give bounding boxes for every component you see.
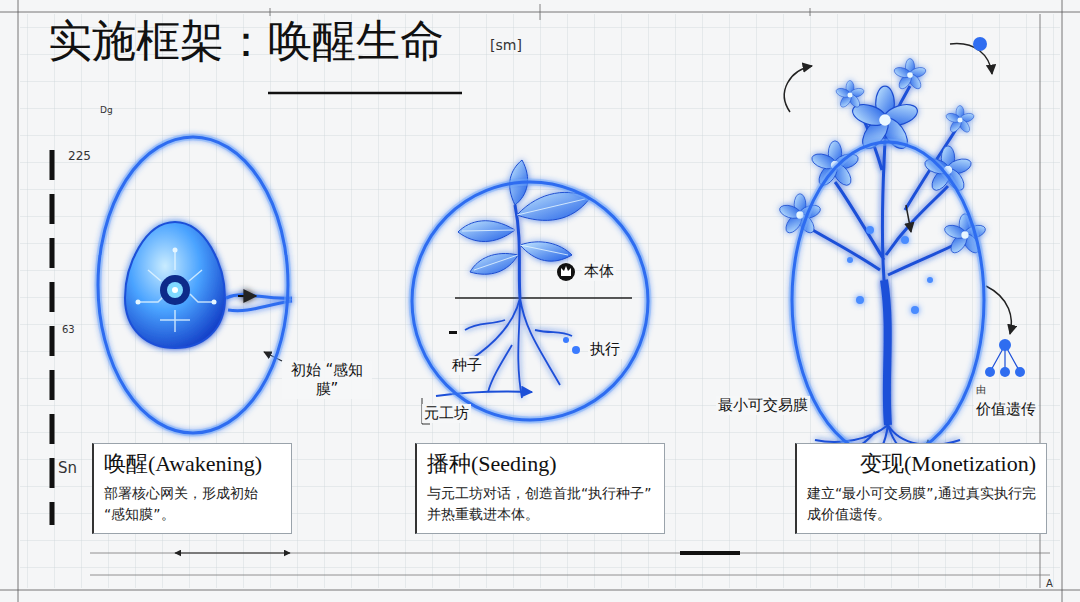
- egg-illustration: [173, 248, 178, 253]
- tree-illustration: [901, 236, 909, 244]
- egg-illustration: [125, 222, 292, 348]
- tree-illustration: [893, 59, 927, 91]
- egg-illustration: [212, 300, 217, 305]
- card-body: 建立“最小可交易膜”,通过真实执行完成价值遗传。: [807, 483, 1036, 525]
- part-label: 执行: [588, 340, 622, 359]
- card-body: 部署核心网关，形成初始 “感知膜”。: [104, 483, 281, 525]
- stage-oval: 本体种子 执行元工坊: [410, 180, 650, 422]
- egg-illustration: [172, 287, 178, 293]
- oval-outline: [96, 135, 290, 435]
- oval-outline: [98, 137, 288, 433]
- card-heading: 变现(Monetization): [807, 450, 1036, 479]
- flow-arrow: [292, 297, 408, 305]
- tree-illustration: [911, 306, 919, 314]
- sprout-illustration: [520, 242, 572, 261]
- sheet-mark: Dg: [100, 106, 113, 116]
- stage-oval: 最小可交易膜价值遗传: [790, 140, 986, 460]
- tree-illustration: [866, 226, 874, 234]
- tree-illustration: [856, 296, 864, 304]
- sprout-illustration: [515, 205, 520, 298]
- paper: [270, 4, 1040, 588]
- sprout-illustration: [572, 346, 580, 354]
- tree-illustration: [847, 257, 853, 263]
- paper: [20, 14, 1060, 588]
- flow-arrow: [652, 297, 788, 305]
- sprout-illustration: [561, 266, 571, 276]
- egg-illustration: [160, 275, 190, 305]
- part-label: 价值遗传: [974, 400, 1038, 419]
- oval-glow: [412, 182, 648, 420]
- tree-illustration: [1000, 367, 1010, 377]
- stage-oval: 初始 “感知膜”: [96, 135, 290, 435]
- part-label: 初始 “感知膜”: [282, 361, 372, 399]
- tree-illustration: [1015, 367, 1025, 377]
- sheet-mark: [sm]: [490, 38, 522, 53]
- egg-illustration: [125, 222, 225, 348]
- tree-illustration: [985, 367, 995, 377]
- tree-illustration: [999, 339, 1011, 351]
- stage-card: 播种(Seeding) 与元工坊对话，创造首批“执行种子”并热重载进本体。: [415, 443, 665, 534]
- card-heading: 唤醒(Awakening): [104, 450, 281, 479]
- paper: [268, 92, 462, 95]
- egg-illustration: [138, 250, 214, 332]
- tree-illustration: [923, 146, 973, 194]
- paper: [175, 553, 290, 554]
- sprout-illustration: [470, 254, 518, 275]
- sprout-illustration: [557, 263, 575, 281]
- title: 实施框架：唤醒生命: [48, 14, 444, 69]
- tree-illustration: [778, 37, 1025, 462]
- sprout-illustration: [449, 331, 457, 334]
- oval-outline: [412, 182, 648, 420]
- tree-illustration: [973, 37, 987, 51]
- oval-outline: [410, 180, 650, 422]
- sheet-mark: A: [1046, 578, 1053, 589]
- tree-illustration: [950, 44, 992, 74]
- sheet-mark: Sn: [58, 460, 77, 477]
- stage-card: 唤醒(Awakening) 部署核心网关，形成初始 “感知膜”。: [92, 443, 292, 534]
- egg-illustration: [226, 295, 292, 311]
- sheet-mark: 63: [62, 324, 75, 335]
- tree-illustration: [927, 277, 933, 283]
- oval-glow: [98, 137, 288, 433]
- egg-illustration: [167, 282, 183, 298]
- stage-card: 变现(Monetization) 建立“最小可交易膜”,通过真实执行完成价值遗传。: [795, 443, 1047, 534]
- sprout-illustration: [465, 298, 572, 398]
- sheet-mark: 由: [976, 384, 986, 395]
- tree-illustration: [835, 81, 865, 110]
- paper: [680, 551, 740, 555]
- egg-illustration: [136, 300, 141, 305]
- paper: [50, 150, 55, 525]
- tree-illustration: [784, 66, 812, 112]
- sprout-illustration: [455, 297, 632, 299]
- card-body: 与元工坊对话，创造首批“执行种子”并热重载进本体。: [427, 483, 654, 525]
- card-heading: 播种(Seeding): [427, 450, 654, 479]
- part-label: 种子: [450, 356, 484, 375]
- sprout-illustration: [462, 199, 585, 270]
- part-label: 最小可交易膜: [716, 396, 810, 415]
- sprout-illustration: [563, 337, 569, 343]
- tree-illustration: [945, 106, 975, 135]
- sheet-mark: 225: [68, 150, 91, 163]
- tree-illustration: [986, 286, 1011, 334]
- egg-illustration: [238, 295, 256, 297]
- tree-illustration: [884, 280, 888, 425]
- part-label: 元工坊: [422, 404, 471, 423]
- oval-outline: [792, 142, 984, 458]
- tree-illustration: [906, 205, 911, 232]
- oval-outline: [790, 140, 986, 460]
- oval-glow: [792, 142, 984, 458]
- part-label: 本体: [582, 262, 616, 281]
- sprout-illustration: [422, 160, 632, 424]
- paper: [90, 553, 1050, 575]
